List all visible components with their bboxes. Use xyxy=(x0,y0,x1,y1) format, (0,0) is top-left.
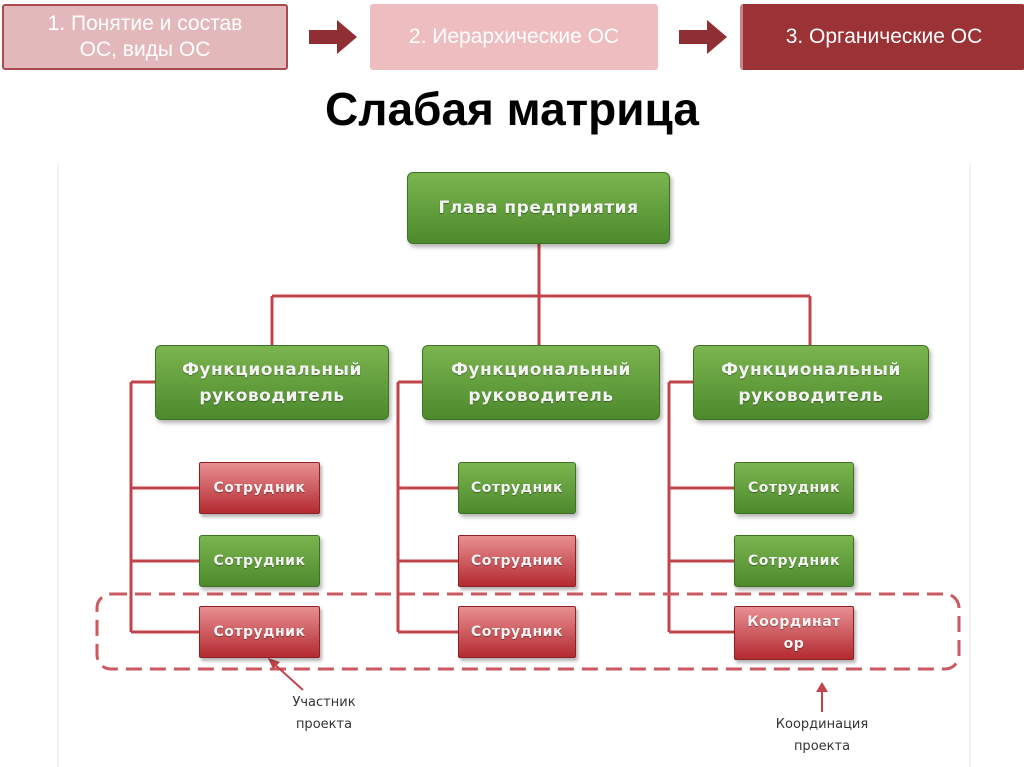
employee-box: Сотрудник xyxy=(458,535,576,587)
manager-label-line1: Функциональный xyxy=(721,359,901,380)
note-line1: Координация xyxy=(775,717,869,732)
functional-manager-box-2: Функциональный руководитель xyxy=(422,345,660,420)
coordinator-label-line1: Координат xyxy=(747,614,841,630)
employee-box: Сотрудник xyxy=(734,462,854,514)
right-arrow-icon xyxy=(309,20,357,54)
employee-label: Сотрудник xyxy=(213,624,306,640)
employee-box: Сотрудник xyxy=(734,535,854,587)
manager-label-line1: Функциональный xyxy=(182,359,362,380)
project-coordination-note: Координация проекта xyxy=(760,714,884,758)
employee-label: Сотрудник xyxy=(748,480,840,496)
employee-box: Сотрудник xyxy=(199,606,320,658)
coordinator-label-line2: ор xyxy=(783,636,805,652)
employee-box: Сотрудник xyxy=(458,462,576,514)
right-arrow-icon xyxy=(679,20,727,54)
note-line1: Участник xyxy=(292,695,356,710)
employee-label: Сотрудник xyxy=(471,480,563,496)
head-label: Глава предприятия xyxy=(438,198,639,218)
employee-label: Сотрудник xyxy=(213,553,306,569)
functional-manager-box-3: Функциональный руководитель xyxy=(693,345,929,420)
tab-label-line2: ОС, виды ОС xyxy=(79,38,211,61)
project-team-dashed-frame xyxy=(95,592,961,671)
tab-hierarchical[interactable]: 2. Иерархические ОС xyxy=(370,4,658,70)
coordination-pointer-arrowhead xyxy=(816,682,828,692)
manager-label-line2: руководитель xyxy=(738,385,884,406)
functional-manager-box-1: Функциональный руководитель xyxy=(155,345,389,420)
note-line2: проекта xyxy=(295,717,353,732)
employee-label: Сотрудник xyxy=(213,480,306,496)
manager-label-line2: руководитель xyxy=(199,385,345,406)
tab-label-line1: 1. Понятие и состав xyxy=(47,12,243,35)
manager-label-line1: Функциональный xyxy=(451,359,631,380)
coordinator-box: Координат ор xyxy=(734,606,854,660)
employee-box: Сотрудник xyxy=(458,606,576,658)
page-title: Слабая матрица xyxy=(325,83,699,135)
head-of-enterprise-box: Глава предприятия xyxy=(407,172,670,244)
employee-box: Сотрудник xyxy=(199,535,320,587)
note-line2: проекта xyxy=(793,739,851,754)
tab-label: 2. Иерархические ОС xyxy=(408,25,620,48)
tab-label: 3. Органические ОС xyxy=(785,25,983,48)
participant-pointer-line xyxy=(271,661,304,691)
employee-label: Сотрудник xyxy=(471,553,563,569)
employee-label: Сотрудник xyxy=(471,624,563,640)
manager-label-line2: руководитель xyxy=(468,385,614,406)
tab-concept-and-types[interactable]: 1. Понятие и состав ОС, виды ОС xyxy=(2,4,288,70)
employee-box: Сотрудник xyxy=(199,462,320,514)
tab-organic[interactable]: 3. Органические ОС xyxy=(740,4,1024,70)
employee-label: Сотрудник xyxy=(748,553,840,569)
participant-pointer-arrowhead xyxy=(268,658,280,669)
project-participant-note: Участник проекта xyxy=(272,692,376,736)
